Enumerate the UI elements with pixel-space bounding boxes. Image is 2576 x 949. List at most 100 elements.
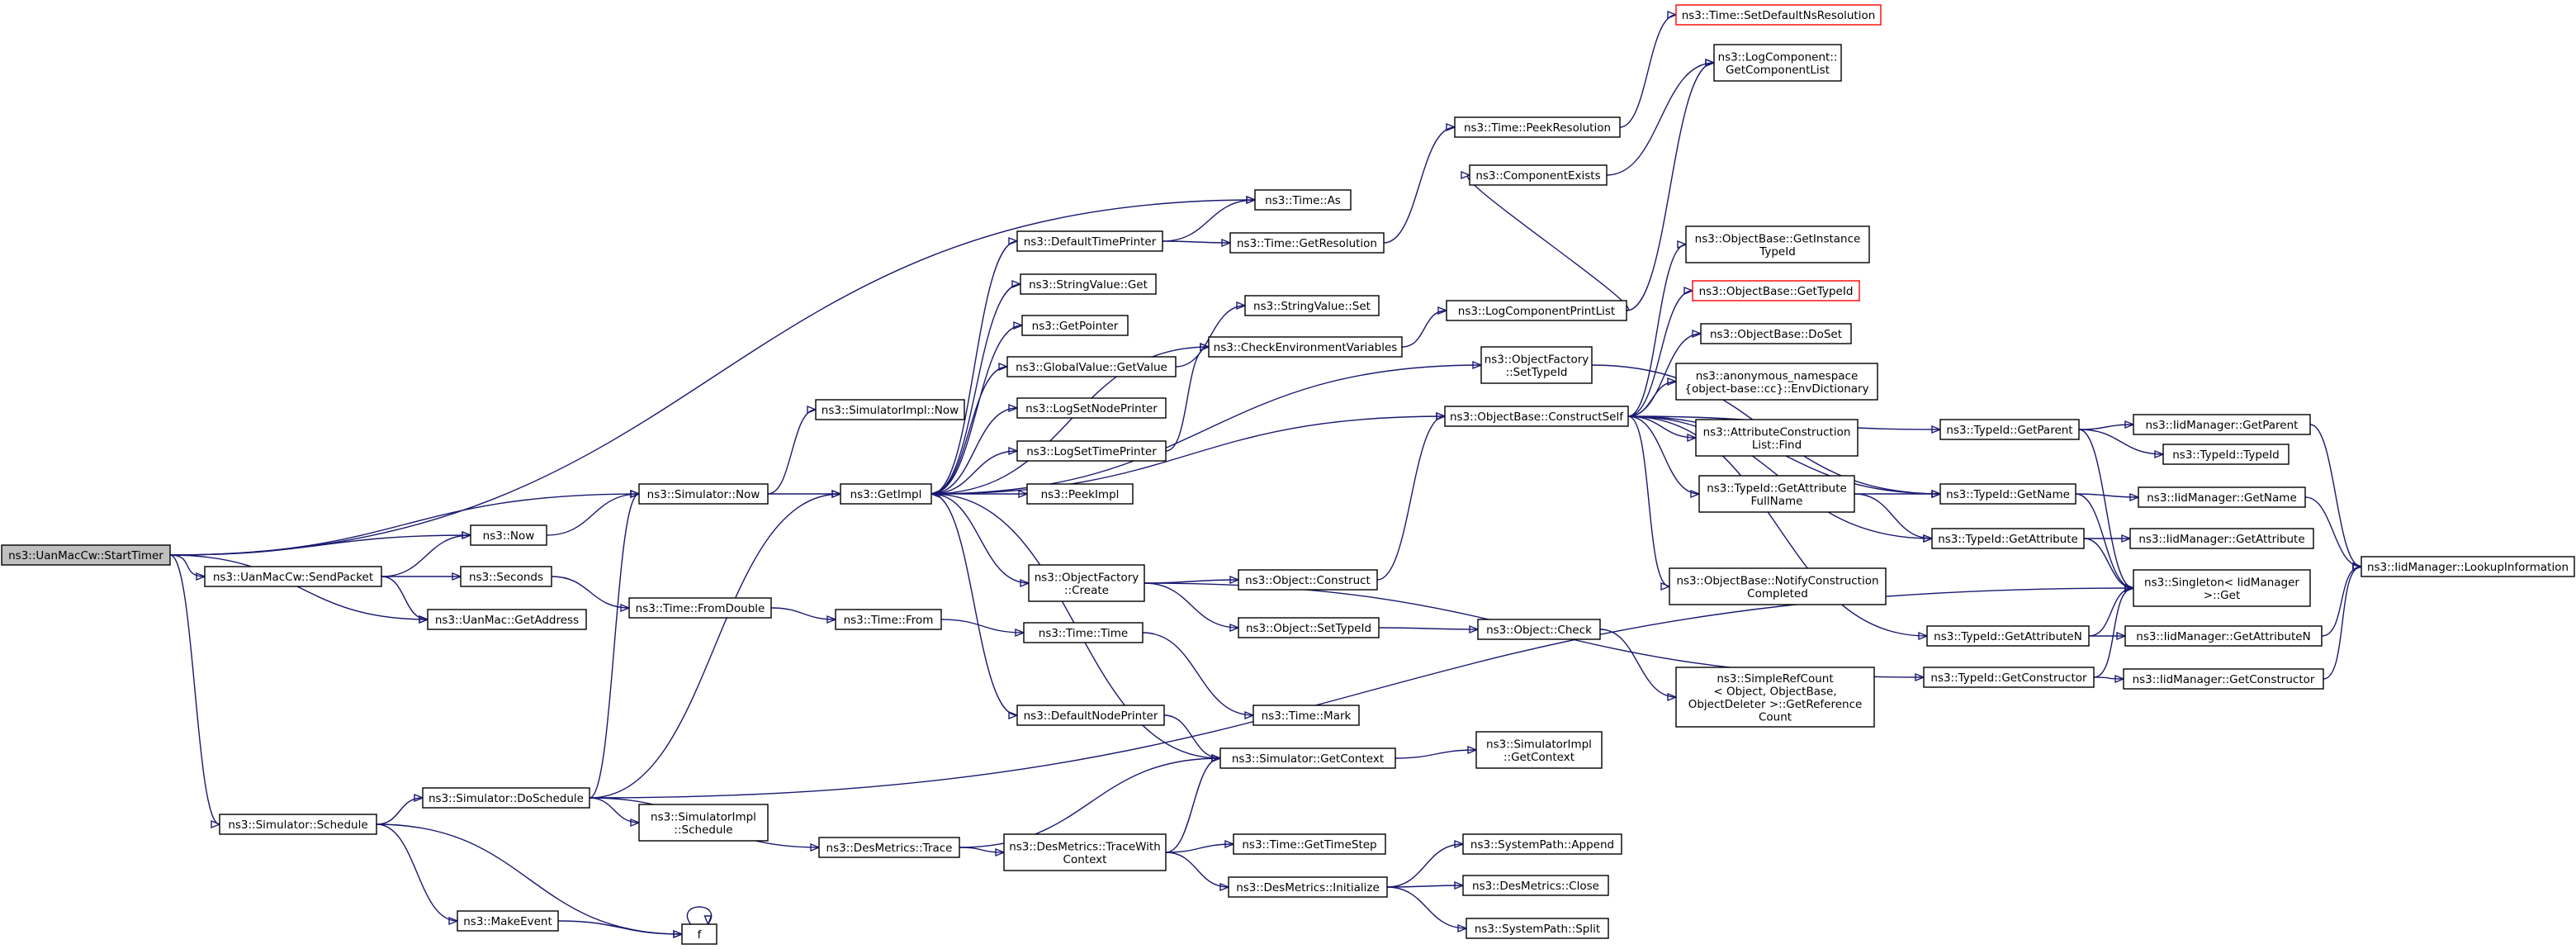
node-simple-ref-count[interactable]: ns3::SimpleRefCount< Object, ObjectBase,…	[1675, 667, 1875, 728]
node-typeid-getname[interactable]: ns3::TypeId::GetName	[1939, 483, 2076, 505]
node-singleton-get[interactable]: ns3::Singleton< IidManager>::Get	[2133, 569, 2311, 607]
node-box	[427, 609, 587, 630]
node-label-line: List::Find	[1752, 439, 1802, 452]
call-edge-get_resolution-to-peek_resolution	[1383, 122, 1456, 244]
node-label-line: ns3::SimulatorImpl::Now	[822, 404, 959, 417]
node-default-time-printer[interactable]: ns3::DefaultTimePrinter	[1016, 230, 1163, 252]
node-time-mark[interactable]: ns3::Time::Mark	[1252, 705, 1360, 726]
node-typeid-getattribute[interactable]: ns3::TypeId::GetAttribute	[1931, 528, 2085, 549]
node-box	[1006, 356, 1177, 377]
node-label-line: ::SetTypeId	[1506, 366, 1568, 379]
node-label-line: ns3::Time::Time	[1039, 627, 1128, 640]
node-notify-construction-completed[interactable]: ns3::ObjectBase::NotifyConstructionCompl…	[1669, 567, 1887, 605]
node-seconds[interactable]: ns3::Seconds	[460, 566, 552, 587]
node-objectfactory-create[interactable]: ns3::ObjectFactory::Create	[1028, 564, 1145, 602]
node-label-line: ns3::StringValue::Get	[1029, 278, 1148, 292]
node-default-node-printer[interactable]: ns3::DefaultNodePrinter	[1016, 705, 1165, 726]
node-box	[460, 566, 552, 587]
node-box	[1026, 483, 1134, 505]
node-f[interactable]: f	[681, 923, 717, 945]
node-objectbase-gettypeid[interactable]: ns3::ObjectBase::GetTypeId	[1692, 280, 1860, 301]
node-iid-getparent[interactable]: ns3::IidManager::GetParent	[2133, 414, 2311, 435]
node-peek-resolution[interactable]: ns3::Time::PeekResolution	[1454, 116, 1621, 138]
call-edge-send_packet-to-seconds	[381, 572, 462, 581]
node-box	[1, 544, 171, 566]
node-component-exists[interactable]: ns3::ComponentExists	[1469, 164, 1608, 186]
node-construct-self[interactable]: ns3::ObjectBase::ConstructSelf	[1444, 406, 1629, 427]
node-systempath-append[interactable]: ns3::SystemPath::Append	[1462, 833, 1622, 855]
node-now[interactable]: ns3::Now	[470, 524, 547, 546]
node-impl-get-context[interactable]: ns3::SimulatorImpl::GetContext	[1475, 731, 1603, 769]
node-get-impl[interactable]: ns3::GetImpl	[840, 483, 932, 505]
node-object-settypeid[interactable]: ns3::Object::SetTypeId	[1238, 617, 1380, 638]
node-send-packet[interactable]: ns3::UanMacCw::SendPacket	[204, 566, 382, 587]
node-typeid-typeid[interactable]: ns3::TypeId::TypeId	[2162, 444, 2290, 465]
node-log-component-print-list[interactable]: ns3::LogComponentPrintList	[1446, 300, 1627, 321]
call-edge-trace_with_context-to-get_context	[1165, 753, 1222, 853]
node-globalvalue-getvalue[interactable]: ns3::GlobalValue::GetValue	[1006, 356, 1177, 377]
call-edge-construct_self-to-get_instance_typeid	[1627, 240, 1688, 417]
node-box	[1466, 918, 1609, 939]
call-edge-object_check-to-simple_ref_count	[1599, 629, 1678, 702]
node-set-default-ns-resolution[interactable]: ns3::Time::SetDefaultNsResolution	[1675, 4, 1882, 26]
node-stringvalue-set[interactable]: ns3::StringValue::Set	[1244, 295, 1380, 316]
node-box	[457, 910, 559, 932]
node-label-line: ns3::PeekImpl	[1041, 488, 1120, 501]
node-start-timer[interactable]: ns3::UanMacCw::StartTimer	[1, 544, 171, 566]
node-peek-impl[interactable]: ns3::PeekImpl	[1026, 483, 1134, 505]
node-objectbase-doset[interactable]: ns3::ObjectBase::DoSet	[1700, 323, 1852, 344]
node-make-event[interactable]: ns3::MakeEvent	[457, 910, 559, 932]
node-trace[interactable]: ns3::DesMetrics::Trace	[818, 837, 960, 858]
node-get-resolution[interactable]: ns3::Time::GetResolution	[1229, 232, 1385, 254]
node-object-check[interactable]: ns3::Object::Check	[1477, 619, 1601, 640]
call-edge-construct_self-to-get_attribute_fullname	[1627, 415, 1701, 499]
node-log-set-time-printer[interactable]: ns3::LogSetTimePrinter	[1016, 440, 1167, 462]
node-typeid-getattributen[interactable]: ns3::TypeId::GetAttributeN	[1926, 625, 2090, 647]
node-desmetrics-close[interactable]: ns3::DesMetrics::Close	[1462, 875, 1609, 896]
node-iid-getattributen[interactable]: ns3::IidManager::GetAttributeN	[2124, 625, 2323, 647]
node-label-line: ns3::Time::Mark	[1262, 709, 1352, 723]
node-get-component-list[interactable]: ns3::LogComponent::GetComponentList	[1713, 44, 1842, 82]
node-get-time-step[interactable]: ns3::Time::GetTimeStep	[1233, 833, 1386, 855]
node-desmetrics-initialize[interactable]: ns3::DesMetrics::Initialize	[1228, 876, 1388, 898]
node-box	[1692, 280, 1860, 301]
node-iid-lookup-information[interactable]: ns3::IidManager::LookupInformation	[2361, 556, 2575, 577]
node-stringvalue-get[interactable]: ns3::StringValue::Get	[1020, 273, 1157, 295]
node-time-from[interactable]: ns3::Time::From	[835, 609, 942, 630]
node-impl-schedule[interactable]: ns3::SimulatorImpl::Schedule	[638, 804, 769, 842]
node-impl-now[interactable]: ns3::SimulatorImpl::Now	[815, 399, 965, 420]
node-do-schedule[interactable]: ns3::Simulator::DoSchedule	[422, 787, 590, 809]
node-typeid-getconstructor[interactable]: ns3::TypeId::GetConstructor	[1923, 667, 2095, 688]
node-get-context[interactable]: ns3::Simulator::GetContext	[1219, 747, 1396, 769]
node-from-double[interactable]: ns3::Time::FromDouble	[628, 597, 772, 619]
node-schedule[interactable]: ns3::Simulator::Schedule	[219, 814, 377, 835]
node-label-line: ns3::TypeId::GetParent	[1946, 424, 2072, 437]
node-label-line: ns3::UanMac::GetAddress	[435, 614, 579, 627]
node-iid-getattribute[interactable]: ns3::IidManager::GetAttribute	[2129, 528, 2314, 549]
node-log-set-node-printer[interactable]: ns3::LogSetNodePrinter	[1016, 397, 1167, 419]
node-systempath-split[interactable]: ns3::SystemPath::Split	[1466, 918, 1609, 939]
node-label-line: ns3::ObjectBase::ConstructSelf	[1450, 410, 1624, 424]
node-label-line: ns3::Time::From	[844, 614, 934, 627]
node-get-address[interactable]: ns3::UanMac::GetAddress	[427, 609, 587, 630]
node-typeid-getparent[interactable]: ns3::TypeId::GetParent	[1939, 419, 2080, 440]
node-box	[1003, 833, 1167, 871]
node-env-dictionary[interactable]: ns3::anonymous_namespace{object-base::cc…	[1675, 363, 1878, 401]
node-label-line: ns3::ComponentExists	[1475, 169, 1600, 183]
node-get-pointer[interactable]: ns3::GetPointer	[1021, 315, 1129, 336]
node-iid-getconstructor[interactable]: ns3::IidManager::GetConstructor	[2123, 668, 2324, 690]
node-object-construct[interactable]: ns3::Object::Construct	[1238, 569, 1378, 591]
node-box	[1238, 569, 1378, 591]
node-iid-getname[interactable]: ns3::IidManager::GetName	[2138, 486, 2306, 508]
node-sim-now[interactable]: ns3::Simulator::Now	[638, 483, 769, 505]
node-box	[681, 923, 717, 945]
node-objectfactory-settypeid[interactable]: ns3::ObjectFactory::SetTypeId	[1480, 346, 1593, 384]
node-time-time[interactable]: ns3::Time::Time	[1023, 622, 1144, 643]
call-edge-trace_with_context-to-desmetrics_initialize	[1165, 852, 1230, 892]
node-time-as[interactable]: ns3::Time::As	[1254, 189, 1352, 211]
node-check-env-vars[interactable]: ns3::CheckEnvironmentVariables	[1208, 336, 1403, 358]
